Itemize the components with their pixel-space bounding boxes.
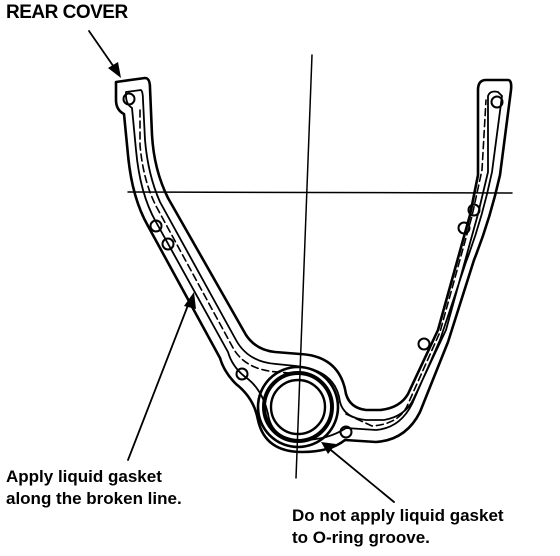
- gasket-note-line-2: along the broken line.: [6, 489, 182, 508]
- bolt-hole: [490, 95, 504, 109]
- title-leader-line: [88, 30, 117, 71]
- gasket-note-line-1: Apply liquid gasket: [6, 467, 162, 486]
- bolt-hole: [161, 237, 175, 251]
- horizontal-center-line: [127, 191, 513, 194]
- cover-outer-outline: [114, 76, 513, 454]
- oring-note-line-2: to O-ring groove.: [292, 528, 430, 547]
- bolt-hole: [457, 221, 471, 235]
- bolt-hole: [235, 367, 249, 381]
- oil-seal-outer-ring: [256, 365, 340, 449]
- oring-note-line-1: Do not apply liquid gasket: [292, 506, 504, 525]
- bolt-hole: [122, 92, 136, 106]
- gasket-note-leader-line: [127, 299, 191, 461]
- oring-arrow-head: [321, 442, 336, 454]
- cover-inner-outline: [125, 89, 503, 441]
- vertical-center-line: [295, 54, 313, 479]
- rear-cover-title: REAR COVER: [6, 2, 128, 23]
- bolt-hole: [467, 203, 481, 217]
- bolt-hole: [149, 219, 163, 233]
- bolt-hole: [417, 337, 431, 351]
- o-ring-groove-note: Do not apply liquid gasket to O-ring gro…: [292, 505, 504, 549]
- gasket-arrow-head: [184, 292, 196, 309]
- bolt-hole: [339, 425, 353, 439]
- oring-note-leader-line: [325, 445, 395, 503]
- liquid-gasket-broken-line: [139, 99, 487, 427]
- title-arrow-head: [108, 62, 121, 78]
- apply-liquid-gasket-note: Apply liquid gasket along the broken lin…: [6, 466, 182, 510]
